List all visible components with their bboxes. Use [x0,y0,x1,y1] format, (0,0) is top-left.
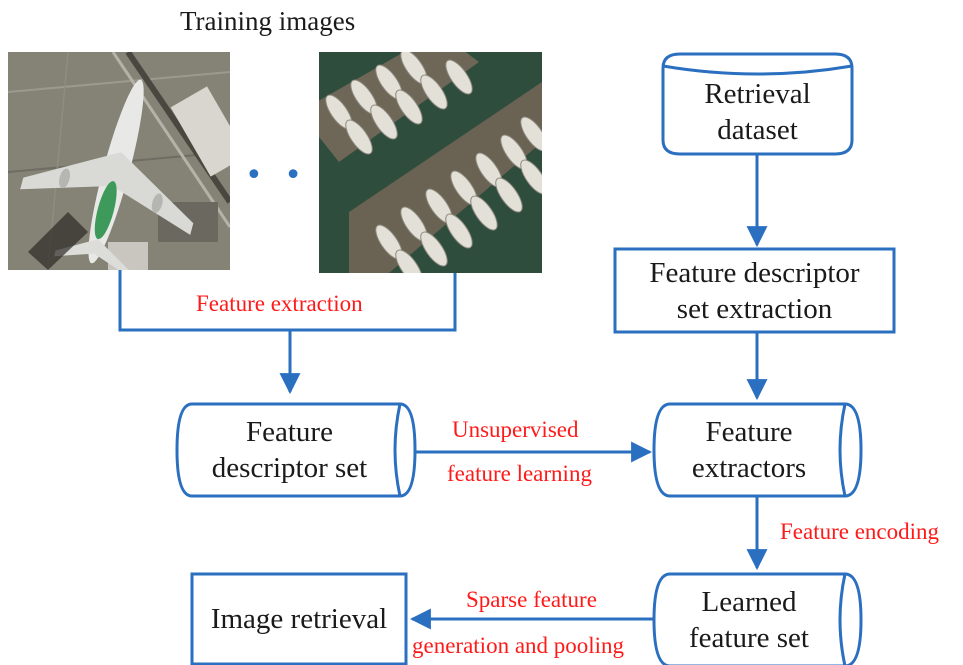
boats-image [319,52,542,273]
retrieval-dataset-shape [661,52,854,156]
feature-descriptor-set-extraction-label: Feature descriptor set extraction [649,256,860,325]
image-retrieval-label: Image retrieval [210,603,388,635]
training-images-title: Training images [180,6,356,36]
feature-extraction-bracket [118,270,457,332]
unsupervised-label: Unsupervised [452,417,579,442]
feature-extractors-label: Feature extractors [691,416,807,484]
sparse-feature-label: Sparse feature [466,587,597,612]
airplane-aerial-icon [8,52,230,270]
feature-descriptor-set-extraction-box [613,247,896,334]
feature-descriptor-set-label: Feature descriptor set [211,416,368,484]
feature-learning-label: feature learning [447,461,592,486]
feature-extraction-label: Feature extraction [196,291,363,316]
learned-feature-set-shape [652,572,863,665]
feature-encoding-label: Feature encoding [780,519,940,544]
retrieval-dataset-label: Retrieval dataset [704,78,811,146]
image-retrieval-box [190,572,408,665]
boats-harbor-aerial-icon [319,52,542,273]
airplane-image [8,52,230,270]
learned-feature-set-label: Learned feature set [689,586,809,654]
generation-pooling-label: generation and pooling [412,633,625,658]
